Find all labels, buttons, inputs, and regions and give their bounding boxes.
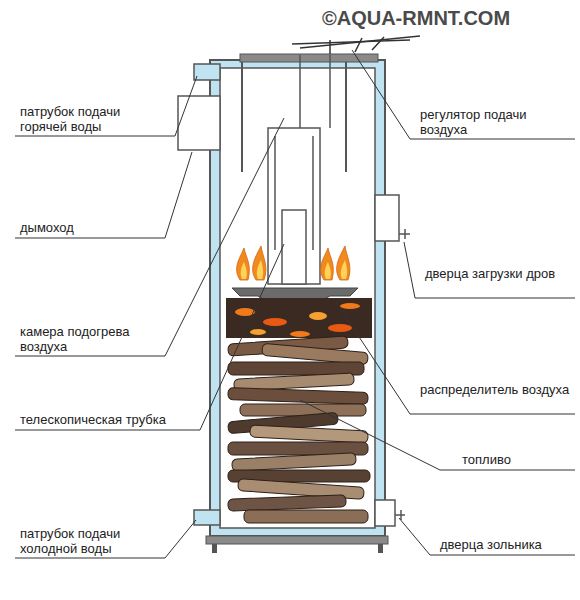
air-pipe	[299, 55, 301, 128]
part-label: дверца зольника	[440, 537, 575, 552]
part-label: патрубок подачи горячей воды	[20, 104, 160, 134]
flame-core	[241, 260, 347, 279]
part-label: телескопическая трубка	[20, 412, 210, 427]
chimney	[178, 96, 220, 150]
part-label: дверца загрузки дров	[425, 266, 565, 281]
leg	[212, 544, 217, 553]
air-pipe	[329, 55, 331, 128]
burning-wood	[226, 298, 372, 338]
telescopic-outer	[268, 128, 320, 284]
part-label: регулятор подачи воздуха	[420, 107, 570, 137]
part-label: камера подогрева воздуха	[20, 324, 160, 354]
hot-water-pipe	[194, 64, 220, 80]
watermark: ©AQUA-RMNT.COM	[322, 6, 574, 30]
air-regulator	[292, 36, 420, 54]
telescopic-wall	[274, 136, 276, 250]
chamber-wall	[345, 62, 347, 172]
cold-water-pipe	[194, 510, 220, 525]
door-handle	[404, 229, 406, 239]
firebox	[220, 68, 375, 528]
door-handle	[400, 510, 402, 520]
chamber-wall	[241, 62, 243, 172]
leader-lines	[15, 50, 575, 558]
water-jacket	[210, 60, 385, 536]
door-handle	[395, 514, 405, 516]
leg	[378, 544, 383, 553]
ash-door	[375, 500, 395, 526]
part-label: топливо	[462, 452, 572, 467]
part-label: дымоход	[20, 220, 160, 235]
flames	[237, 246, 350, 280]
bottom-plate	[206, 536, 388, 544]
telescopic-wall	[312, 136, 314, 250]
telescopic-inner	[282, 210, 306, 284]
firewood-door	[375, 195, 399, 241]
firewood	[228, 336, 370, 523]
part-label: патрубок подачи холодной воды	[20, 526, 160, 556]
part-label: распределитель воздуха	[420, 382, 570, 397]
